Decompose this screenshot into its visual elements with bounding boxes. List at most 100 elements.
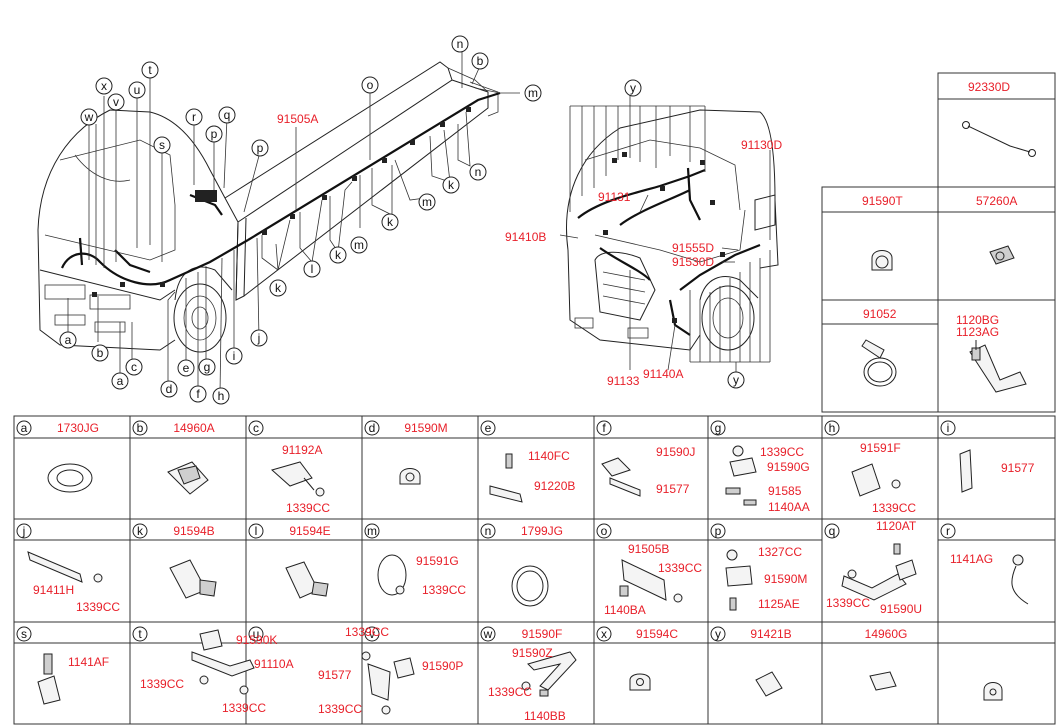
marker-letter: b <box>477 54 484 68</box>
box-1120BG-title: 1120BG <box>956 313 999 327</box>
cell-title: 91594E <box>289 524 330 538</box>
marker-letter: i <box>233 349 236 363</box>
marker-r: r <box>185 108 203 126</box>
marker-letter: j <box>257 331 261 345</box>
part-1339CC-m: 1339CC <box>422 583 466 597</box>
cell-g-header: g <box>710 420 726 436</box>
marker-l: l <box>303 260 321 278</box>
cell-letter: l <box>255 524 258 538</box>
marker-n: n <box>469 163 487 181</box>
part-1339CC-o: 1339CC <box>658 561 702 575</box>
part-1141AG: 1141AG <box>950 552 993 566</box>
part-91192A: 91192A <box>282 443 322 457</box>
cell-letter: e <box>485 421 492 435</box>
marker-s: s <box>153 136 171 154</box>
callout-91133: 91133 <box>607 374 640 388</box>
marker-m: m <box>418 193 436 211</box>
cell-v-header: v <box>364 626 380 642</box>
clamp-91590T-part <box>871 250 893 271</box>
marker-n: n <box>451 35 469 53</box>
marker-letter: n <box>457 37 464 51</box>
marker-k: k <box>329 246 347 264</box>
marker-letter: m <box>354 238 364 252</box>
cell-title: 14960A <box>173 421 214 435</box>
marker-letter: s <box>159 138 165 152</box>
part-91110A: 91110A <box>254 657 294 671</box>
part-1140FC: 1140FC <box>528 449 570 463</box>
clip-57260A-part <box>989 245 1015 265</box>
marker-k: k <box>381 213 399 231</box>
marker-letter: h <box>218 389 225 403</box>
callout-91410B: 91410B <box>505 230 546 244</box>
marker-v: v <box>107 93 125 111</box>
cell-extra-header: 14960G <box>865 627 908 641</box>
marker-o: o <box>361 76 379 94</box>
box-57260A-title: 57260A <box>976 194 1017 208</box>
part-91591G: 91591G <box>416 554 459 568</box>
cell-q-header: q <box>824 523 840 539</box>
part-91585: 91585 <box>768 484 802 498</box>
cell-title: 91594B <box>173 524 214 538</box>
marker-letter: y <box>630 81 636 95</box>
part-1339CC-u1: 1339CC <box>345 625 389 639</box>
marker-y: y <box>624 79 642 97</box>
part-91590M-p: 91590M <box>764 572 807 586</box>
marker-d: d <box>160 380 178 398</box>
marker-q: q <box>218 106 236 124</box>
marker-letter: k <box>335 248 342 262</box>
marker-m: m <box>524 84 542 102</box>
callout-91140A: 91140A <box>643 367 683 381</box>
cell-letter: i <box>947 421 950 435</box>
part-91590P: 91590P <box>422 659 463 673</box>
part-1339CC-h: 1339CC <box>872 501 916 515</box>
cell-letter: w <box>483 627 493 641</box>
cell-letter: r <box>946 524 950 538</box>
part-1339CC-g: 1339CC <box>760 445 804 459</box>
cell-s-header: s <box>16 626 32 642</box>
cell-letter: d <box>369 421 376 435</box>
marker-letter: a <box>117 374 124 388</box>
part-1140BB: 1140BB <box>524 709 566 723</box>
part-1339CC-t2: 1339CC <box>222 701 266 715</box>
part-91220B: 91220B <box>534 479 575 493</box>
marker-j: j <box>250 329 268 347</box>
part-91577-f: 91577 <box>656 482 690 496</box>
part-91590G: 91590G <box>767 460 810 474</box>
cell-letter: t <box>138 627 142 641</box>
part-91590Z: 91590Z <box>512 646 553 660</box>
marker-a: a <box>59 331 77 349</box>
marker-letter: v <box>113 95 119 109</box>
part-1141AF: 1141AF <box>68 655 109 669</box>
truck-right-illustration <box>559 88 779 372</box>
cell-letter: y <box>715 627 721 641</box>
marker-p: p <box>251 139 269 157</box>
marker-letter: k <box>448 178 455 192</box>
box-1123AG-title: 1123AG <box>956 325 999 339</box>
marker-letter: t <box>148 63 152 77</box>
marker-letter: c <box>131 360 137 374</box>
cell-i-header: i <box>940 420 956 436</box>
marker-letter: r <box>192 110 196 124</box>
ground-cable-part <box>962 121 1036 157</box>
marker-letter: p <box>211 127 218 141</box>
marker-f: f <box>189 385 207 403</box>
part-91505B: 91505B <box>628 542 669 556</box>
marker-g: g <box>198 358 216 376</box>
cell-letter: s <box>21 627 27 641</box>
marker-letter: d <box>166 382 173 396</box>
cell-e-header: e <box>480 420 496 436</box>
marker-e: e <box>177 359 195 377</box>
cell-t-header: t <box>132 626 148 642</box>
marker-letter: q <box>224 108 231 122</box>
cell-title: 91594C <box>636 627 678 641</box>
cell-letter: o <box>601 524 608 538</box>
cell-letter: j <box>22 524 26 538</box>
cell-letter: p <box>715 524 722 538</box>
cell-part-labels: 91192A 1339CC 1140FC 91220B 91590J 91577… <box>33 441 1035 723</box>
cell-title: 91590F <box>522 627 563 641</box>
part-91590K: 91590K <box>236 633 277 647</box>
